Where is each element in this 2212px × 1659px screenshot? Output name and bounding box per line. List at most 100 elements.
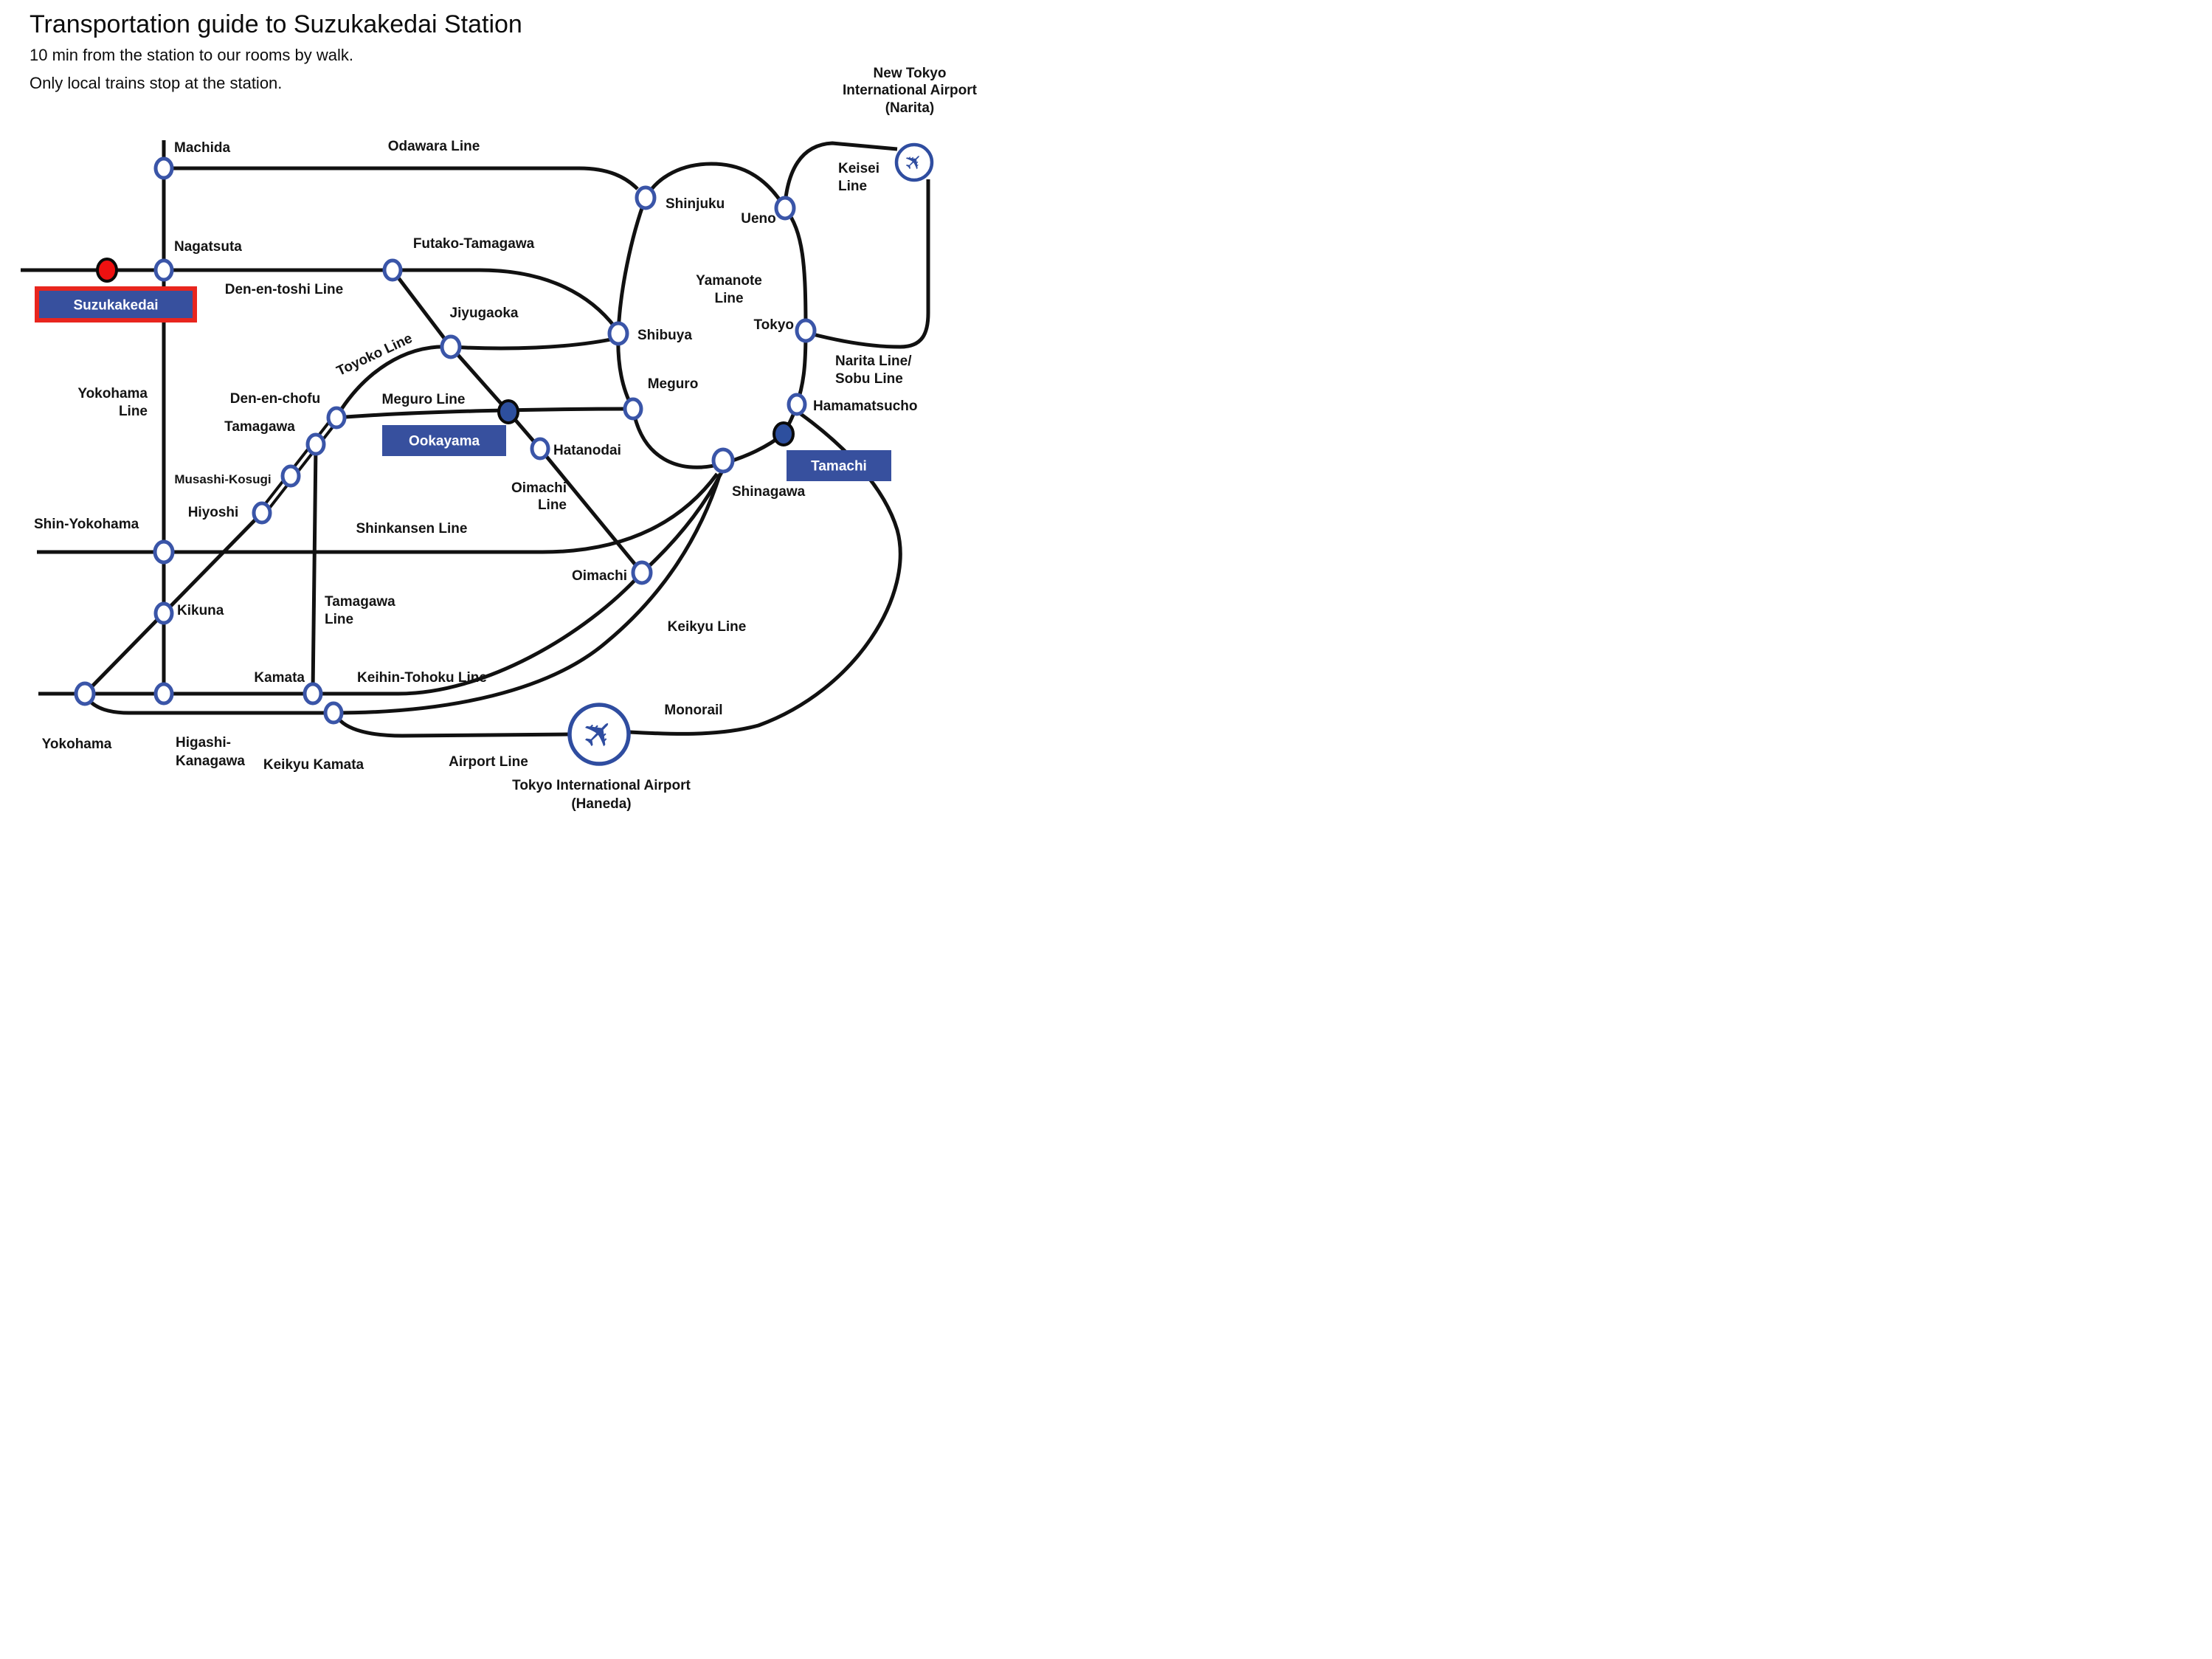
station-yokohama: [74, 681, 96, 706]
label-kamata: Kamata: [254, 670, 305, 686]
label-shinkansen-line: Shinkansen Line: [356, 521, 468, 537]
label-yokohama-line-1: Yokohama: [77, 386, 148, 401]
label-airport-line: Airport Line: [449, 754, 528, 770]
station-musashi-kosugi: [280, 464, 301, 488]
label-keihin-tohoku-line: Keihin-Tohoku Line: [357, 670, 487, 686]
label-narita-airport-3: (Narita): [885, 100, 935, 116]
suzukakedai-highlight-box: [35, 286, 197, 323]
station-futako-tamagawa: [382, 258, 403, 282]
station-oimachi: [631, 560, 653, 585]
label-keikyu-line: Keikyu Line: [668, 619, 747, 635]
station-tamachi-dot: [773, 421, 795, 446]
station-den-en-chofu: [326, 406, 347, 430]
label-haneda-airport-1: Tokyo International Airport: [512, 778, 691, 793]
label-ueno: Ueno: [741, 211, 776, 227]
den-en-toshi-line-path: [21, 268, 617, 329]
station-tamagawa: [305, 432, 326, 456]
label-higashi-kanagawa-2: Kanagawa: [176, 753, 245, 769]
label-yokohama-line-2: Line: [119, 404, 148, 419]
station-tokyo: [795, 318, 817, 343]
station-hatanodai: [530, 437, 550, 461]
label-hatanodai: Hatanodai: [553, 443, 621, 458]
label-keisei-line-2: Line: [838, 179, 867, 194]
label-shibuya: Shibuya: [637, 328, 692, 343]
page-title: Transportation guide to Suzukakedai Stat…: [30, 10, 522, 38]
station-shinagawa: [711, 447, 735, 474]
label-tokyo: Tokyo: [753, 317, 794, 333]
station-machida: [153, 156, 174, 180]
tamachi-highlight-box: [787, 450, 891, 481]
label-tamagawa-line-2: Line: [325, 612, 353, 627]
suzukakedai-box-label: Suzukakedai: [73, 298, 158, 314]
label-narita-sobu-line-2: Sobu Line: [835, 371, 903, 387]
header: Transportation guide to Suzukakedai Stat…: [30, 10, 522, 95]
label-yamanote-line-1: Yamanote: [696, 273, 762, 289]
station-nagatsuta: [153, 258, 174, 282]
label-futako-tamagawa: Futako-Tamagawa: [413, 236, 535, 252]
station-kikuna: [153, 601, 174, 625]
station-suzukakedai-dot: [96, 258, 118, 283]
label-yamanote-line-2: Line: [714, 291, 743, 306]
haneda-airport-circle: [567, 703, 631, 766]
label-shinagawa: Shinagawa: [732, 484, 806, 500]
label-shin-yokohama: Shin-Yokohama: [34, 517, 139, 532]
ookayama-box-label: Ookayama: [409, 434, 480, 449]
label-oimachi: Oimachi: [572, 568, 627, 584]
label-kikuna: Kikuna: [177, 603, 224, 618]
station-shinjuku: [635, 185, 657, 210]
label-jiyugaoka: Jiyugaoka: [450, 306, 519, 321]
label-monorail: Monorail: [664, 703, 722, 718]
station-keikyu-kamata: [323, 701, 344, 725]
station-shibuya: [607, 321, 629, 346]
double-track-gap: [260, 414, 339, 514]
haneda-airport-symbol: ✈: [567, 703, 631, 766]
label-haneda-airport-2: (Haneda): [571, 796, 631, 812]
narita-sobu-line-path: [809, 179, 930, 349]
stations: [74, 156, 817, 725]
label-meguro-line: Meguro Line: [382, 392, 466, 407]
label-meguro: Meguro: [648, 376, 699, 392]
station-higashi-kanagawa: [153, 682, 174, 706]
transportation-guide-page: Transportation guide to Suzukakedai Stat…: [0, 0, 1106, 830]
label-shinjuku: Shinjuku: [666, 196, 725, 212]
station-ookayama-dot: [497, 399, 519, 424]
label-hiyoshi: Hiyoshi: [188, 505, 239, 520]
label-tamagawa: Tamagawa: [224, 419, 295, 435]
rail-lines: [21, 140, 930, 738]
route-map: ✈ ✈: [21, 66, 978, 812]
toyoko-line-south-path: [83, 511, 263, 695]
station-ueno: [774, 196, 796, 221]
meguro-line-path: [336, 407, 634, 420]
tamachi-box-label: Tamachi: [811, 459, 867, 475]
label-nagatsuta: Nagatsuta: [174, 239, 242, 255]
label-keisei-line-1: Keisei: [838, 161, 879, 176]
label-narita-airport-1: New Tokyo: [874, 66, 947, 81]
shinkansen-line-path: [37, 472, 719, 554]
subtitle-local-trains: Only local trains stop at the station.: [30, 73, 283, 92]
label-machida: Machida: [174, 140, 230, 156]
label-narita-airport-2: International Airport: [843, 83, 978, 98]
keihin-tohoku-line-path: [38, 471, 724, 696]
label-den-en-toshi-line: Den-en-toshi Line: [225, 282, 343, 297]
label-den-en-chofu: Den-en-chofu: [230, 391, 320, 407]
odawara-line-path: [164, 166, 639, 190]
airport-line-path: [334, 714, 570, 738]
label-keikyu-kamata: Keikyu Kamata: [263, 757, 364, 773]
yamanote-line-loop-path: [616, 162, 808, 469]
ookayama-highlight-box: [382, 425, 506, 456]
station-shin-yokohama: [153, 539, 175, 565]
highlight-boxes: Suzukakedai Ookayama Tamachi: [35, 286, 891, 481]
label-higashi-kanagawa-1: Higashi-: [176, 735, 231, 751]
label-odawara-line: Odawara Line: [388, 139, 480, 154]
label-musashi-kosugi: Musashi-Kosugi: [174, 472, 271, 486]
station-hiyoshi: [252, 501, 272, 525]
label-hamamatsucho: Hamamatsucho: [813, 399, 918, 414]
narita-airport-circle: [894, 142, 934, 182]
station-kamata: [303, 682, 323, 706]
subtitle-walk-time: 10 min from the station to our rooms by …: [30, 46, 353, 64]
tamagawa-line-path: [311, 445, 318, 693]
keikyu-line-path: [87, 473, 722, 715]
label-oimachi-line-1: Oimachi: [511, 480, 567, 496]
narita-airport-symbol: ✈: [894, 142, 934, 182]
label-narita-sobu-line-1: Narita Line/: [835, 353, 912, 369]
